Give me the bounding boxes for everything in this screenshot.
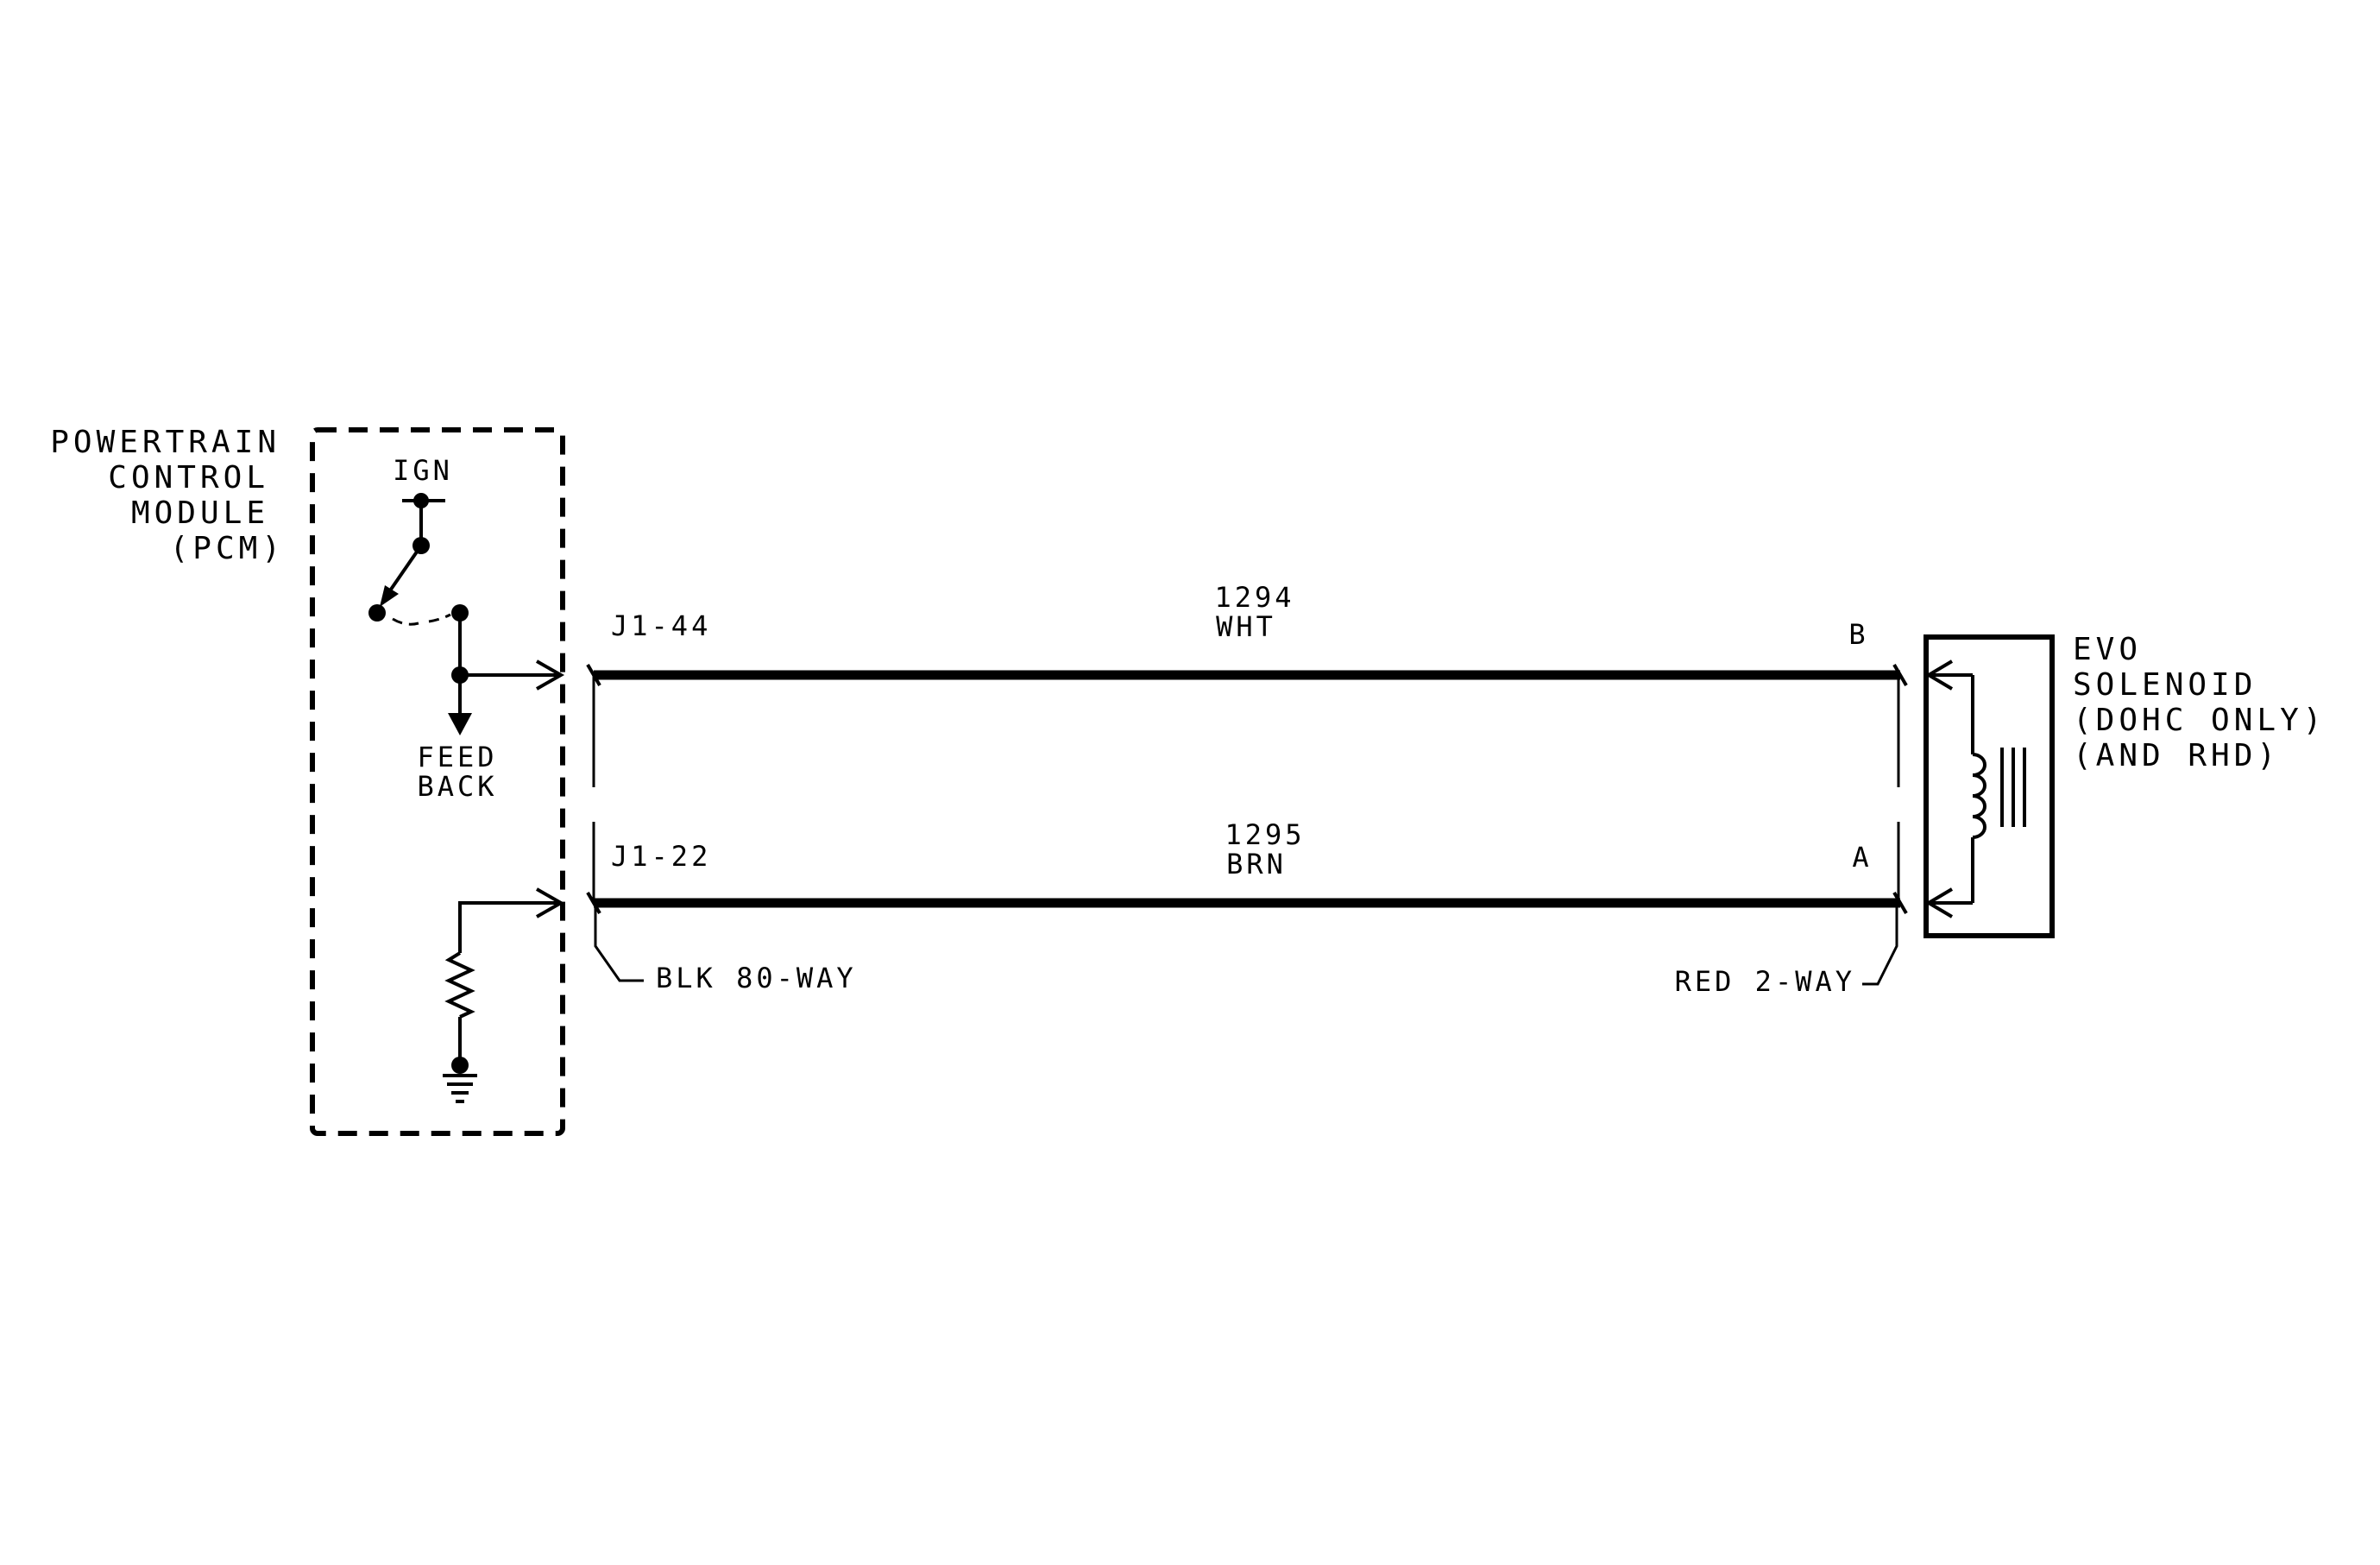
pcm-module-boundary [310, 427, 565, 1136]
resistor-icon [444, 951, 475, 1019]
switch-blade [385, 544, 423, 597]
solenoid-housing [1924, 634, 2055, 938]
solenoid-label-line-2: SOLENOID [2073, 667, 2257, 703]
solenoid-label-line-1: EVO [2073, 632, 2142, 667]
switch-arrowhead [380, 585, 399, 607]
pcm-title-line-4: (PCM) [170, 531, 285, 566]
pulldown-resistor-circuit [443, 887, 565, 1103]
output-pin-chevron [536, 659, 565, 691]
circuit-1294-pin: J1-44 [611, 609, 711, 642]
switch-contact-dot [368, 604, 386, 622]
resistor-lead-top [458, 901, 561, 953]
left-connector-callout: BLK 80-WAY [594, 903, 857, 994]
pcm-title: POWERTRAIN CONTROL MODULE (PCM) [50, 425, 285, 566]
pcm-title-line-2: CONTROL [108, 460, 269, 495]
ign-terminal-dot [413, 493, 429, 508]
feedback-label-line-1: FEED [417, 741, 497, 773]
solenoid-pin-a-chevron [1925, 887, 1954, 918]
feedback-arrowhead [448, 713, 472, 735]
wire-1294-right-terminal [1892, 663, 1908, 687]
switch-dashed-arc-2 [428, 613, 451, 623]
wire-1295-right-terminal [1892, 891, 1908, 915]
circuit-1294-end-pin: B [1848, 618, 1868, 651]
circuit-1294: J1-44 1294 WHT B [586, 581, 1908, 687]
solenoid-label: EVO SOLENOID (DOHC ONLY) (AND RHD) [2073, 632, 2326, 773]
circuit-1295-number: 1295 [1225, 818, 1305, 851]
feedback-label-line-2: BACK [417, 770, 497, 803]
left-connector-leader [594, 903, 644, 982]
right-connector-leader [1862, 903, 1898, 986]
circuit-1295-color: BRN [1226, 848, 1287, 880]
switch-dashed-arc [392, 617, 419, 626]
left-connector-label: BLK 80-WAY [656, 962, 857, 994]
resistor-pin-chevron [536, 887, 565, 918]
pcm-title-line-1: POWERTRAIN [50, 425, 280, 460]
ground-junction-dot [451, 1057, 469, 1074]
ign-label: IGN [393, 454, 453, 487]
circuit-1295-end-pin: A [1852, 841, 1872, 874]
right-connector-callout: RED 2-WAY [1675, 903, 1898, 998]
pcm-title-line-3: MODULE [131, 495, 269, 531]
evo-solenoid [1924, 634, 2055, 938]
circuit-1295-pin: J1-22 [611, 840, 711, 873]
solenoid-coil-icon [1972, 753, 1986, 839]
solenoid-pin-b-chevron [1925, 659, 1954, 691]
solenoid-label-line-3: (DOHC ONLY) [2073, 703, 2326, 738]
right-connector-label: RED 2-WAY [1675, 965, 1855, 998]
solenoid-label-line-4: (AND RHD) [2073, 738, 2280, 773]
circuit-1295: J1-22 1295 BRN A [586, 818, 1908, 915]
circuit-1294-color: WHT [1216, 610, 1276, 643]
circuit-1294-number: 1294 [1214, 581, 1294, 614]
ignition-switch: IGN FEED BACK [368, 454, 565, 803]
